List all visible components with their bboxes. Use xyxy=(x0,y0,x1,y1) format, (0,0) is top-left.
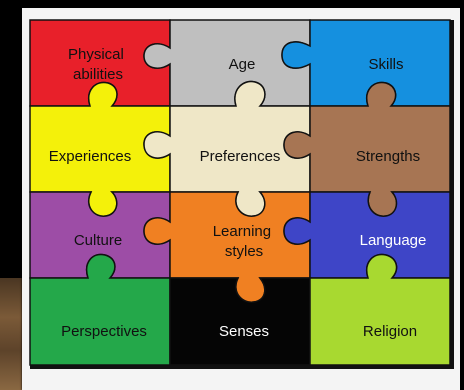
piece-label-skills: Skills xyxy=(368,56,403,73)
piece-label-perspectives: Perspectives xyxy=(61,323,147,340)
piece-label-language: Language xyxy=(360,232,427,249)
wood-background xyxy=(0,278,24,390)
piece-label-learning-styles: Learning styles xyxy=(213,223,276,260)
piece-label-experiences: Experiences xyxy=(49,148,132,165)
piece-label-age: Age xyxy=(229,56,256,73)
piece-label-senses: Senses xyxy=(219,323,269,340)
piece-label-preferences: Preferences xyxy=(200,148,281,165)
piece-senses xyxy=(169,277,311,366)
piece-label-strengths: Strengths xyxy=(356,148,420,165)
piece-label-physical-abilities: Physical abilities xyxy=(68,46,128,83)
piece-perspectives xyxy=(29,253,171,366)
piece-label-culture: Culture xyxy=(74,232,122,249)
piece-label-religion: Religion xyxy=(363,323,417,340)
puzzle-diagram: Physical abilities Age Skills Experience… xyxy=(29,19,451,366)
piece-religion xyxy=(309,253,451,366)
